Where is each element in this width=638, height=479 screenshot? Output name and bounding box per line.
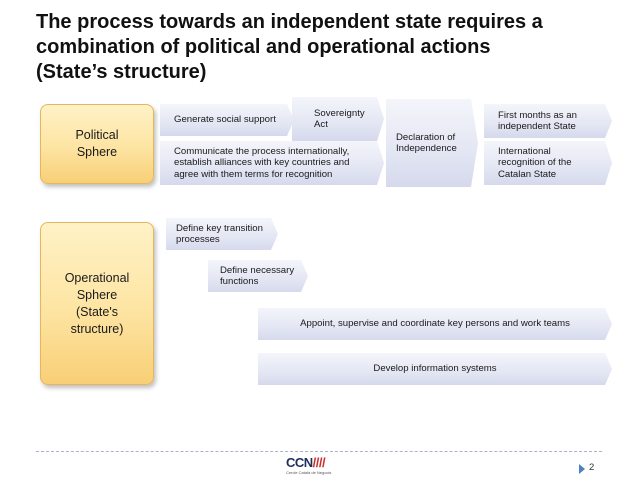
title-line-1: The process towards an independent state… [36,11,543,33]
step-first-months: First months as an independent State [484,104,612,138]
step-declaration-of-independence: Declaration of Independence [386,99,478,187]
footer-divider [36,451,602,452]
step-develop-information-systems: Develop information systems [258,353,612,385]
political-sphere-box: Political Sphere [40,104,154,184]
step-communicate-internationally: Communicate the process internationally,… [160,141,384,185]
page-arrow-icon [579,464,585,474]
logo-subtitle: Cercle Català de Negocis [286,470,332,475]
step-define-necessary-functions: Define necessary functions [208,260,308,292]
title-line-2: combination of political and operational… [36,36,491,58]
page-number: 2 [589,462,595,473]
step-appoint-key-persons: Appoint, supervise and coordinate key pe… [258,308,612,340]
step-generate-social-support: Generate social support [160,104,294,136]
operational-sphere-box: Operational Sphere (State's structure) [40,222,154,385]
step-define-transition-processes: Define key transition processes [166,218,278,250]
political-sphere-label: Political Sphere [75,128,119,159]
page-title: The process towards an independent state… [36,10,626,85]
step-sovereignty-act: Sovereignty Act [292,97,384,141]
title-line-3: (State’s structure) [36,61,207,83]
operational-sphere-label: Operational Sphere (State's structure) [64,270,130,336]
logo-main-text: CCN [286,455,313,470]
step-international-recognition: International recognition of the Catalan… [484,141,612,185]
logo-slashes: //// [312,455,326,470]
ccn-logo: CCN//// Cercle Català de Negocis [286,456,354,478]
